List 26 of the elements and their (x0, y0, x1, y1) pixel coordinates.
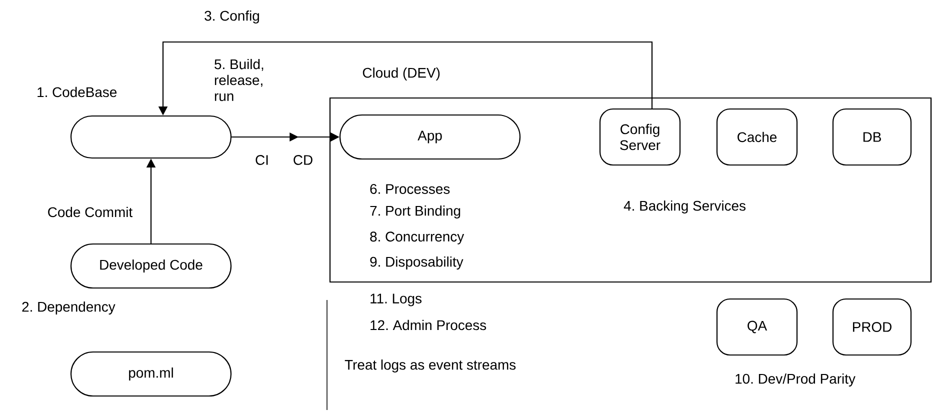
label: CD (294, 155, 312, 165)
node-label: Cloud (DEV) (362, 68, 440, 81)
label: 11. Logs (370, 294, 422, 306)
label: 8. Concurrency (370, 232, 464, 244)
process-box: QA (716, 298, 798, 356)
edge-label: 3. Config (204, 10, 259, 24)
process-box (70, 115, 232, 159)
label: CI (256, 155, 268, 165)
process-box: pom.ml (70, 351, 232, 397)
label: 9. Disposability (370, 256, 464, 270)
process-box: DB (832, 108, 912, 166)
process-box: PROD (832, 298, 912, 356)
process-box: App (339, 114, 521, 160)
label: 2. Dependency (22, 302, 116, 314)
process-box: Cache (716, 108, 798, 166)
label: Treat logs as event streams (344, 360, 516, 372)
label: 12. Admin Process (370, 320, 486, 330)
label: 7. Port Binding (370, 206, 460, 218)
process-box: Config Server (599, 108, 681, 166)
process-box: Developed Code (70, 243, 232, 289)
label: 10. Dev/Prod Parity (736, 374, 856, 386)
label: 4. Backing Services (624, 200, 746, 214)
edge-label: 5. Build, release, run (214, 58, 264, 102)
label: 6. Processes (370, 184, 450, 194)
label: 1. CodeBase (38, 86, 117, 98)
edge-label: Code Commit (48, 206, 133, 218)
